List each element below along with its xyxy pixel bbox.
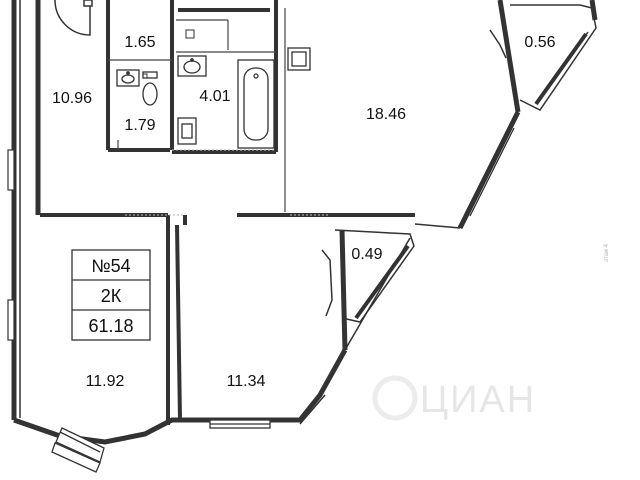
- room-area-hall: 10.96: [52, 90, 92, 107]
- apartment-total-area: 61.18: [88, 316, 133, 336]
- room-area-bedroom-right: 11.34: [227, 373, 266, 390]
- room-area-kitchen-living: 18.46: [366, 106, 406, 123]
- entrance-door: [54, 0, 93, 36]
- window-bottom-left: [51, 427, 105, 473]
- toilet-bath-icon: [177, 117, 197, 145]
- window-bottom-right: [209, 419, 271, 429]
- balcony-mid: [321, 229, 415, 323]
- toilet-wc-icon: [142, 71, 158, 106]
- apartment-type: 2К: [101, 286, 122, 306]
- room-area-balcony-top: 0.56: [524, 34, 555, 51]
- window-right: [464, 124, 515, 217]
- inner-walls-thin: [108, 8, 286, 212]
- sink-wc-icon: [116, 69, 140, 87]
- outer-walls-thin: [19, 0, 461, 425]
- room-area-wc: 1.79: [124, 117, 155, 134]
- window-left-bedroom: [7, 149, 15, 341]
- room-area-balcony-mid: 0.49: [351, 246, 382, 263]
- side-caption: этаж 4: [604, 243, 610, 262]
- room-area-bath: 4.01: [199, 88, 230, 105]
- balcony-top: [489, 4, 597, 111]
- apartment-info-box: №54 2К 61.18: [71, 249, 151, 341]
- room-area-bedroom-left: 11.92: [86, 373, 125, 390]
- inner-walls: [40, 0, 415, 425]
- watermark-text: ЦИАН: [420, 379, 536, 421]
- door-openings: [125, 149, 330, 216]
- pipe-icon: [142, 29, 195, 79]
- sink-bath-icon: [177, 55, 207, 77]
- room-area-wc-small: 1.65: [124, 34, 155, 51]
- bathtub-icon: [237, 59, 275, 149]
- apartment-number: №54: [91, 256, 130, 276]
- watermark: ЦИАН: [372, 375, 536, 421]
- kitchen-appliance-icon: [287, 47, 311, 71]
